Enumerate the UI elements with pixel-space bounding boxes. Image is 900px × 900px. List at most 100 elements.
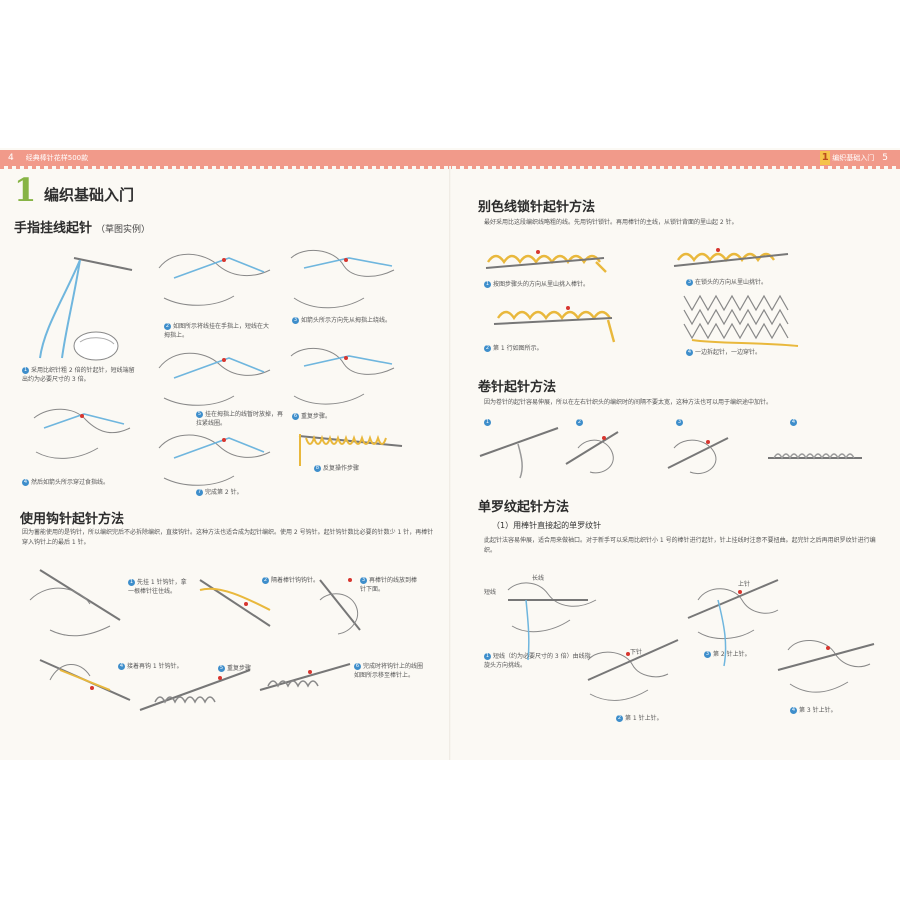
step-caption: 完成时将钩针上的线圈如图所示移至棒针上。 bbox=[354, 663, 424, 679]
roll-cast-on-illustrations bbox=[479, 427, 862, 479]
roll-step-4: 4 bbox=[790, 418, 799, 427]
step-number-badge: 4 bbox=[790, 419, 797, 426]
step-caption: 隔着棒针钩钩针。 bbox=[271, 577, 320, 584]
finger-title-text: 手指挂线起针 bbox=[14, 221, 93, 236]
step-caption: 再棒针的线放到棒针下面。 bbox=[360, 577, 418, 593]
needle-illustration bbox=[73, 257, 133, 271]
contrast-body-text: 最好采用比这段编织线略粗的线。先用钩针锁针。再用棒针的主线，从锁针背面的里山起 … bbox=[484, 219, 738, 226]
roll-step-2: 2 bbox=[576, 418, 585, 427]
step-caption: 重复步骤。 bbox=[301, 413, 332, 420]
step-number-badge: 5 bbox=[218, 665, 225, 672]
step-number-badge: 2 bbox=[262, 577, 269, 584]
step-caption: 采用比织针粗 2 倍的针起针，短线端留出约为必要尺寸的 3 倍。 bbox=[22, 367, 135, 383]
page-gutter bbox=[449, 166, 451, 760]
step-caption: 按图步骤头的方向从里山挑入棒针。 bbox=[493, 281, 590, 288]
finger-subtitle: （草图实例） bbox=[96, 225, 151, 235]
step-number-badge: 7 bbox=[196, 489, 203, 496]
step-number-badge: 1 bbox=[484, 419, 491, 426]
chapter-title: 编织基础入门 bbox=[44, 186, 135, 204]
step-number-badge: 2 bbox=[576, 419, 583, 426]
step-caption: 一边拆起针，一边穿针。 bbox=[695, 349, 762, 356]
step-number-badge: 1 bbox=[128, 579, 135, 586]
step-number-badge: 1 bbox=[484, 653, 491, 660]
step-caption: 第 2 针上针。 bbox=[713, 651, 751, 658]
crochet-cast-on-illustrations bbox=[29, 569, 361, 711]
step-caption: 接着再钩 1 针钩针。 bbox=[127, 663, 183, 670]
step-number-badge: 4 bbox=[118, 663, 125, 670]
step-number-badge: 3 bbox=[292, 317, 299, 324]
rib-cast-on-illustrations bbox=[507, 579, 875, 701]
step-caption: 重复步骤 bbox=[227, 665, 252, 672]
roll-step-1: 1 bbox=[484, 418, 493, 427]
step-caption: 第 3 针上针。 bbox=[799, 707, 837, 714]
section-title-rib: 单罗纹起针方法 bbox=[478, 500, 570, 515]
rib-label-long: 长线 bbox=[532, 575, 545, 582]
step-number-badge: 2 bbox=[616, 715, 623, 722]
step-caption: 反复操作步骤 bbox=[323, 465, 360, 472]
section-title-contrast: 别色线锁针起针方法 bbox=[478, 200, 596, 215]
step-number-badge: 5 bbox=[196, 411, 203, 418]
right-page-number: 5 bbox=[882, 153, 888, 163]
step-number-badge: 4 bbox=[686, 349, 693, 356]
section-title-finger: 手指挂线起针（草图实例） bbox=[14, 217, 150, 236]
step-number-badge: 3 bbox=[686, 279, 693, 286]
step-caption: 完成第 2 针。 bbox=[205, 489, 243, 496]
step-number-badge: 4 bbox=[22, 479, 29, 486]
step-number-badge: 3 bbox=[676, 419, 683, 426]
rib-body-text: 此起针法容易伸展，适合用来做袖口。对于新手可以采用比织针小 1 号的棒针进行起针… bbox=[484, 537, 876, 554]
rib-label-short: 短线 bbox=[484, 589, 497, 596]
step-caption: 挂在拇指上的线暂时放掉，再拉紧线圈。 bbox=[196, 411, 284, 427]
step-caption: 然后如箭头所示穿过食指线。 bbox=[31, 479, 110, 486]
step-number-badge: 8 bbox=[314, 465, 321, 472]
step-caption: 短线（约为必要尺寸的 3 倍）由线指旋头方向挑线。 bbox=[484, 653, 591, 669]
yarn-ball bbox=[73, 331, 119, 361]
step-number-badge: 6 bbox=[354, 663, 361, 670]
step-number-badge: 3 bbox=[704, 651, 711, 658]
step-caption: 第 1 行如图所示。 bbox=[493, 345, 543, 352]
left-running-header: 4 经典棒针花样500款 bbox=[8, 151, 88, 165]
rib-label-lower: 下针 bbox=[630, 649, 643, 656]
crochet-body-text: 因为蓄能使用的是钩针，所以编织完后不必拆除编织，直接钩针。这种方法也适合成为起针… bbox=[22, 529, 434, 546]
step-number-badge: 2 bbox=[164, 323, 171, 330]
left-page-number: 4 bbox=[8, 153, 14, 163]
rib-subsection-title: （1）用棒针直接起的单罗纹针 bbox=[492, 521, 602, 530]
step-number-badge: 6 bbox=[292, 413, 299, 420]
finger-cast-on-illustrations bbox=[33, 249, 403, 486]
section-title-crochet: 使用钩针起针方法 bbox=[20, 512, 125, 527]
yarn-strand bbox=[39, 259, 81, 359]
step-caption: 如箭头所示方向先从拇指上绕线。 bbox=[301, 317, 392, 324]
left-running-title: 经典棒针花样500款 bbox=[25, 154, 89, 162]
rib-label-upper: 上针 bbox=[738, 581, 751, 588]
roll-step-3: 3 bbox=[676, 418, 685, 427]
roll-body-text: 因为卷针的起针容易伸展，所以在左右针织头的编织时的间隔不要太宽，这种方法也可以用… bbox=[484, 399, 773, 406]
chapter-number: 1 bbox=[14, 171, 37, 209]
step-caption: 在锁头的方向从里山挑针。 bbox=[695, 279, 768, 286]
header-band bbox=[0, 150, 900, 169]
chapter-badge: 1 bbox=[820, 151, 831, 165]
contrast-cast-on-illustrations bbox=[485, 248, 799, 347]
step-caption: 第 1 针上针。 bbox=[625, 715, 663, 722]
step-number-badge: 1 bbox=[22, 367, 29, 374]
